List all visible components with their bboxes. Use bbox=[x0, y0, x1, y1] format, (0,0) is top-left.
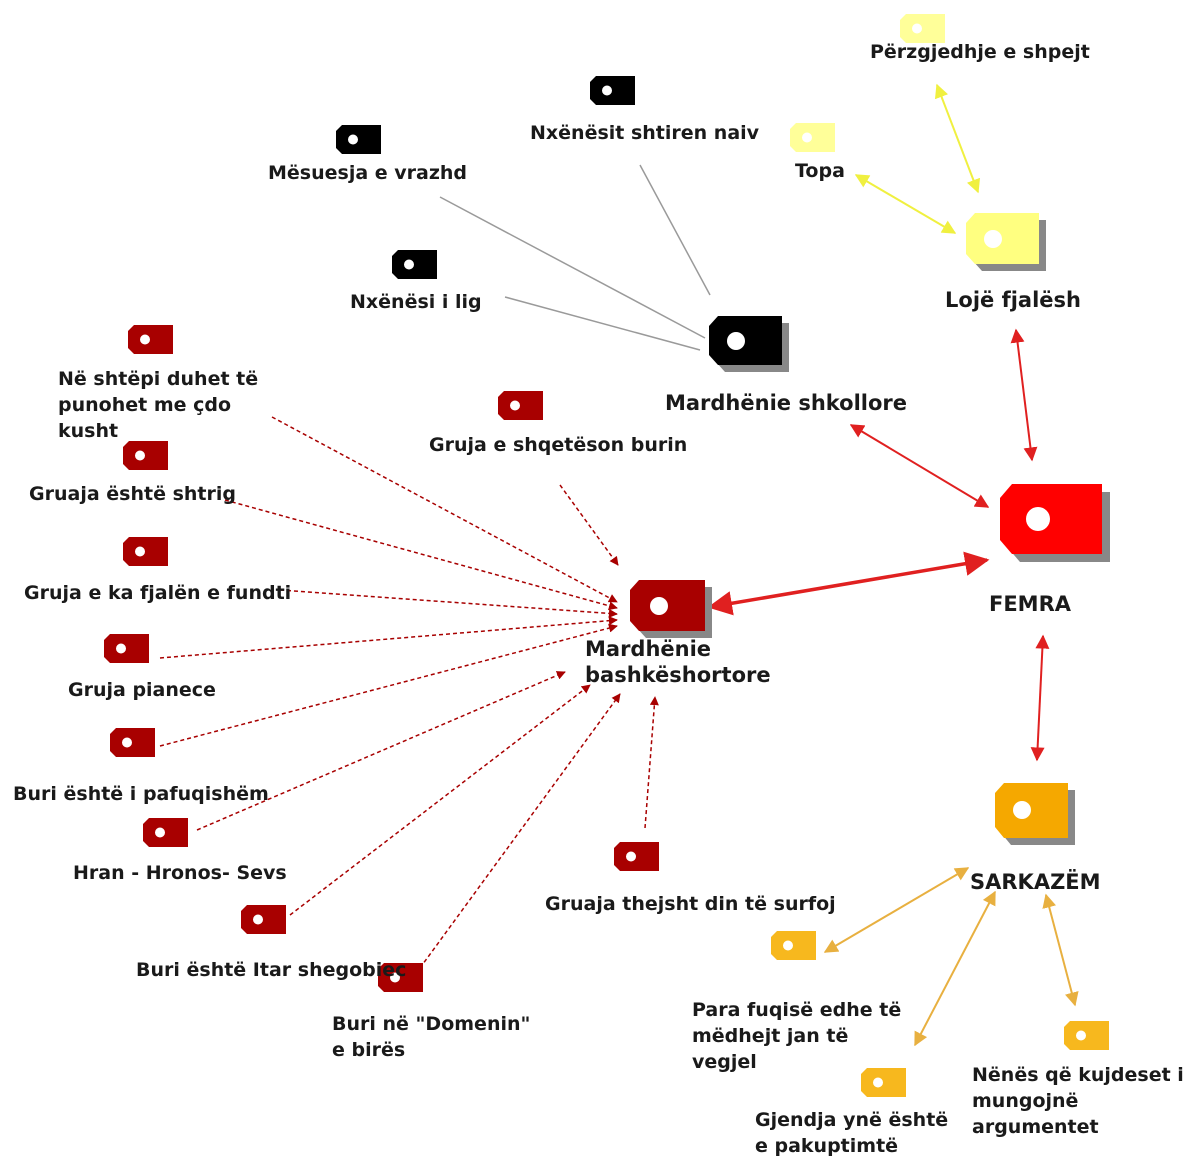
label-shtrig: Gruaja është shtrig bbox=[29, 483, 236, 505]
label-mesuesja: Mësuesja e vrazhd bbox=[268, 162, 468, 184]
label-pianece: Gruja pianece bbox=[68, 679, 216, 701]
tag-icon[interactable] bbox=[1000, 484, 1110, 562]
link-gruja-shqeteson bbox=[559, 484, 619, 566]
link-nxenesit bbox=[639, 164, 711, 296]
tag-icon[interactable] bbox=[241, 905, 286, 934]
label-itar: Buri është Itar shegobiec bbox=[136, 959, 407, 981]
tag-icon[interactable] bbox=[123, 537, 168, 566]
link-surfoj bbox=[644, 696, 659, 829]
label-fjalen: Gruja e ka fjalën e fundti bbox=[24, 582, 292, 604]
label-hran: Hran - Hronos- Sevs bbox=[73, 862, 287, 884]
label-perzgjedhje: Përzgjedhje e shpejt bbox=[870, 41, 1090, 63]
tag-icon[interactable] bbox=[378, 963, 423, 992]
tag-icon[interactable] bbox=[104, 634, 149, 663]
tag-icon[interactable] bbox=[614, 842, 659, 871]
tag-icon[interactable] bbox=[630, 580, 712, 638]
link-femra-sarkazem bbox=[1030, 634, 1050, 762]
node-loje-fjalesh: Lojë fjalësh bbox=[945, 288, 1081, 312]
tag-icon[interactable] bbox=[110, 728, 155, 757]
label-domenin: Buri në "Domenin" e birës bbox=[332, 1013, 531, 1061]
tag-icon[interactable] bbox=[336, 125, 381, 154]
link-mesuesja bbox=[439, 196, 706, 339]
label-pafuqishem: Buri është i pafuqishëm bbox=[13, 783, 269, 805]
label-surfoj: Gruaja thejsht din të surfoj bbox=[545, 893, 836, 915]
node-sarkazem: SARKAZËM bbox=[970, 870, 1101, 894]
sarcasm-links bbox=[823, 867, 1079, 1047]
link-pafuqishem bbox=[159, 623, 618, 747]
tag-icon[interactable] bbox=[392, 250, 437, 279]
tag-icon[interactable] bbox=[590, 76, 635, 105]
tag-icon[interactable] bbox=[861, 1068, 906, 1097]
label-nenes: Nënës që kujdeset i mungojnë argumentet bbox=[972, 1064, 1184, 1138]
tag-icon[interactable] bbox=[995, 783, 1075, 845]
link-perzgjedhje bbox=[934, 83, 981, 194]
label-shtepi: Në shtëpi duhet të punohet me çdo kusht bbox=[58, 368, 259, 442]
nodes bbox=[104, 14, 1110, 1097]
tag-icon[interactable] bbox=[123, 441, 168, 470]
link-itar bbox=[289, 684, 591, 916]
tag-icon[interactable] bbox=[128, 325, 173, 354]
school-links bbox=[439, 164, 711, 351]
link-nenes bbox=[1042, 893, 1079, 1007]
node-femra: FEMRA bbox=[988, 592, 1072, 616]
tag-icon[interactable] bbox=[143, 818, 188, 847]
label-nxenesit: Nxënësit shtiren naiv bbox=[530, 122, 760, 144]
main-links bbox=[707, 328, 1050, 762]
tag-icon[interactable] bbox=[771, 931, 816, 960]
link-lojefjalesh-femra bbox=[1010, 328, 1038, 462]
link-domenin bbox=[419, 693, 621, 969]
link-shkollore-femra bbox=[849, 424, 990, 508]
label-topa: Topa bbox=[795, 160, 845, 182]
link-femra-bashkeshortore bbox=[707, 551, 990, 616]
wordplay-links bbox=[854, 83, 981, 234]
tag-icon[interactable] bbox=[498, 391, 543, 420]
tag-icon[interactable] bbox=[966, 213, 1046, 271]
link-topa bbox=[854, 174, 957, 234]
link-shtrig bbox=[224, 499, 618, 611]
label-fuqise: Para fuqisë edhe të mëdhejt jan të vegje… bbox=[692, 999, 902, 1073]
tag-icon[interactable] bbox=[900, 14, 945, 43]
link-fuqise bbox=[823, 867, 970, 953]
tag-icon[interactable] bbox=[1064, 1021, 1109, 1050]
label-nxenesi: Nxënësi i lig bbox=[350, 291, 482, 313]
link-pianece bbox=[159, 616, 618, 659]
link-gjendja bbox=[914, 890, 996, 1047]
tag-icon[interactable] bbox=[709, 316, 789, 372]
label-gruja-shqeteson: Gruja e shqetëson burin bbox=[429, 434, 688, 456]
link-hran bbox=[196, 671, 566, 831]
marital-links bbox=[159, 416, 659, 969]
link-fjalen bbox=[279, 589, 618, 618]
tag-icon[interactable] bbox=[790, 123, 835, 152]
label-gjendja: Gjendja ynë është e pakuptimtë bbox=[755, 1109, 949, 1157]
node-mardhenie-bashkeshortore: Mardhënie bashkëshortore bbox=[585, 637, 771, 687]
link-nxenesi bbox=[504, 296, 701, 351]
node-mardhenie-shkollore: Mardhënie shkollore bbox=[664, 391, 908, 415]
link-shtepi bbox=[271, 416, 618, 603]
